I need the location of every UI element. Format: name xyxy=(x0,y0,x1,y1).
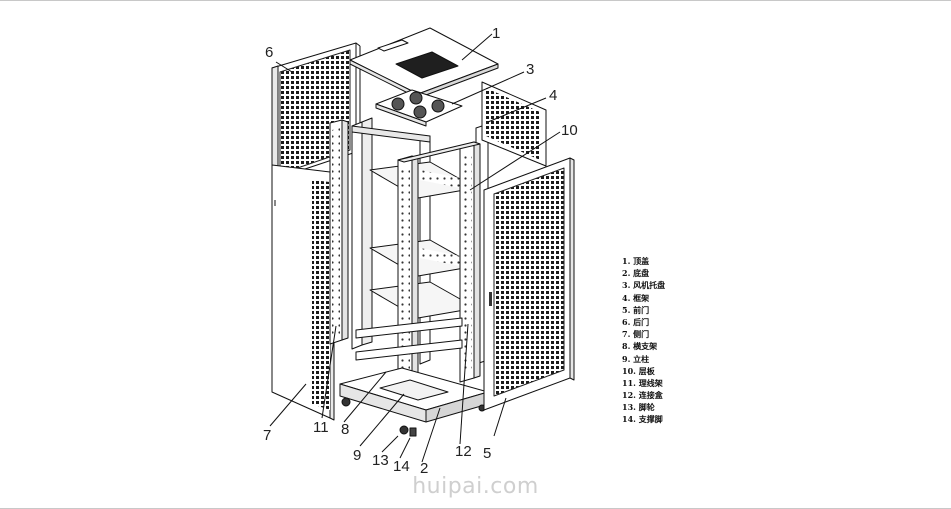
legend-item: 9. 立柱 xyxy=(622,353,650,364)
callout-1: 1 xyxy=(492,25,501,42)
legend-item: 13. 脚轮 xyxy=(622,402,655,413)
callout-10: 10 xyxy=(561,122,578,139)
legend-item: 2. 底盘 xyxy=(622,268,650,279)
callout-11: 11 xyxy=(313,419,329,436)
callout-7: 7 xyxy=(263,427,272,444)
front-frame-part xyxy=(397,141,481,397)
legend-item: 12. 连接盒 xyxy=(622,390,663,401)
shelf-part xyxy=(369,161,477,319)
legend-item: 14. 支撑脚 xyxy=(622,414,663,425)
cable-manager-part xyxy=(329,119,349,345)
legend-item: 7. 侧门 xyxy=(622,329,650,340)
callout-4: 4 xyxy=(549,87,558,104)
callout-3: 3 xyxy=(526,61,535,78)
legend-item: 4. 框架 xyxy=(622,292,650,303)
legend-item: 5. 前门 xyxy=(622,304,650,315)
parts-legend: 1. 顶盖 2. 底盘 3. 风机托盘 4. 框架 5. 前门 6. 后门 7.… xyxy=(622,255,665,426)
cross-support-part xyxy=(355,317,463,361)
callout-14: 14 xyxy=(393,458,410,475)
leader-lines xyxy=(269,33,561,463)
callout-5: 5 xyxy=(483,445,492,462)
top-border xyxy=(0,0,951,1)
legend-item: 6. 后门 xyxy=(622,316,650,327)
base-pan-part xyxy=(339,367,489,423)
callout-8: 8 xyxy=(341,421,350,438)
callout-13: 13 xyxy=(372,452,389,469)
front-door-part xyxy=(483,157,575,411)
fan-tray-part xyxy=(375,89,463,127)
callout-12: 12 xyxy=(455,443,472,460)
top-cover-part xyxy=(349,27,499,99)
legend-item: 10. 层板 xyxy=(622,365,655,376)
legend-item: 1. 顶盖 xyxy=(622,256,650,266)
callout-2: 2 xyxy=(420,460,429,477)
callout-6: 6 xyxy=(265,44,274,61)
legend-item: 8. 横支架 xyxy=(622,341,658,352)
legend-item: 11. 理线架 xyxy=(622,377,663,388)
legend-item: 3. 风机托盘 xyxy=(622,280,666,291)
side-door-part xyxy=(271,164,335,421)
watermark: huipai.com xyxy=(412,474,539,499)
callout-9: 9 xyxy=(353,447,362,464)
